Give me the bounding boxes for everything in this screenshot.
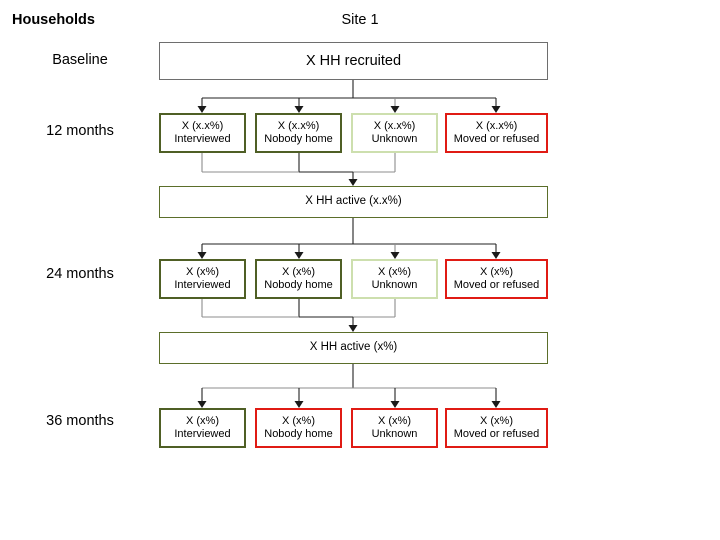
node-outcome: Nobody home	[264, 428, 333, 440]
node-hh-active-24-label: X HH active (x%)	[309, 341, 398, 354]
node-36-unknown: X (x%) Unknown	[351, 408, 438, 448]
node-outcome: Moved or refused	[453, 279, 540, 291]
node-24-nobody-home: X (x%) Nobody home	[255, 259, 342, 299]
node-outcome: Moved or refused	[453, 133, 540, 145]
node-count: X (x%)	[378, 266, 411, 279]
split-connector-active12-to-24	[197, 218, 501, 259]
node-count: X (x%)	[480, 266, 513, 279]
node-12-interviewed: X (x.x%) Interviewed	[159, 113, 246, 153]
node-count: X (x%)	[378, 415, 411, 428]
node-count: X (x.x%)	[373, 120, 416, 133]
merge-connector-24-to-active	[201, 299, 396, 332]
node-hh-recruited: X HH recruited	[159, 42, 548, 80]
row-label-12-months: 12 months	[46, 123, 114, 139]
node-count: X (x.x%)	[277, 120, 320, 133]
node-36-interviewed: X (x%) Interviewed	[159, 408, 246, 448]
node-outcome: Interviewed	[174, 279, 231, 291]
node-36-moved-or-refused: X (x%) Moved or refused	[445, 408, 548, 448]
header-site-title: Site 1	[341, 12, 379, 28]
node-12-unknown: X (x.x%) Unknown	[351, 113, 438, 153]
node-24-interviewed: X (x%) Interviewed	[159, 259, 246, 299]
node-count: X (x.x%)	[475, 120, 518, 133]
node-outcome: Unknown	[371, 133, 418, 145]
split-connector-active24-to-36	[197, 364, 501, 408]
node-outcome: Nobody home	[264, 279, 333, 291]
node-outcome: Moved or refused	[453, 428, 540, 440]
node-outcome: Interviewed	[174, 133, 231, 145]
node-hh-active-12-label: X HH active (x.x%)	[305, 195, 402, 208]
node-outcome: Unknown	[371, 428, 418, 440]
row-label-baseline: Baseline	[52, 52, 108, 68]
node-hh-recruited-label: X HH recruited	[305, 52, 402, 69]
node-outcome: Unknown	[371, 279, 418, 291]
node-count: X (x.x%)	[181, 120, 224, 133]
node-outcome: Interviewed	[174, 428, 231, 440]
node-24-unknown: X (x%) Unknown	[351, 259, 438, 299]
node-hh-active-24: X HH active (x%)	[159, 332, 548, 364]
node-hh-active-12: X HH active (x.x%)	[159, 186, 548, 218]
merge-connector-12-to-active	[201, 153, 396, 186]
node-count: X (x%)	[282, 266, 315, 279]
node-outcome: Nobody home	[264, 133, 333, 145]
node-count: X (x%)	[282, 415, 315, 428]
split-connector-baseline-to-12	[197, 80, 501, 113]
node-24-moved-or-refused: X (x%) Moved or refused	[445, 259, 548, 299]
row-label-24-months: 24 months	[46, 266, 114, 282]
header-households: Households	[12, 12, 95, 28]
node-count: X (x%)	[480, 415, 513, 428]
node-count: X (x%)	[186, 415, 219, 428]
node-12-nobody-home: X (x.x%) Nobody home	[255, 113, 342, 153]
node-36-nobody-home: X (x%) Nobody home	[255, 408, 342, 448]
node-12-moved-or-refused: X (x.x%) Moved or refused	[445, 113, 548, 153]
row-label-36-months: 36 months	[46, 413, 114, 429]
node-count: X (x%)	[186, 266, 219, 279]
